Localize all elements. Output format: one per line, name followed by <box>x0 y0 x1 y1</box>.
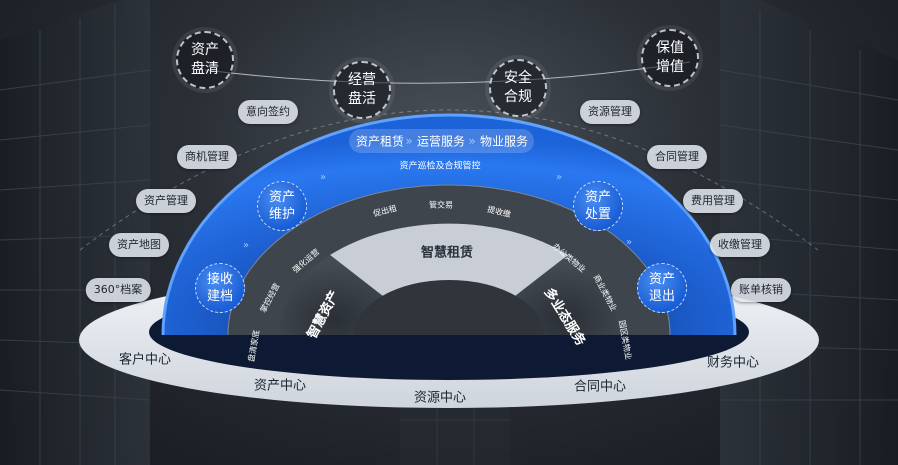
double-chevron-icon: » <box>468 134 476 148</box>
arc-banner-item: 运营服务 <box>416 134 466 149</box>
function-pill: 资源管理 <box>580 100 640 124</box>
process-circle: 资产维护 <box>257 181 307 231</box>
function-pill: 资产地图 <box>109 233 169 257</box>
goal-circle: 安全合规 <box>489 59 547 117</box>
arc-banner-item: 资产租赁 <box>355 134 405 149</box>
function-pill: 商机管理 <box>177 145 237 169</box>
inner-segment-top <box>330 223 568 300</box>
top-connector-arc <box>204 61 691 84</box>
chevron-arrow-icon: » <box>320 172 326 183</box>
goal-circle: 保值增值 <box>641 29 699 87</box>
middle-ring-label: 管交易 <box>429 200 453 210</box>
base-ring-label: 资产中心 <box>253 378 307 394</box>
goal-circle: 经营盘活 <box>333 61 391 119</box>
process-circle: 资产退出 <box>637 263 687 313</box>
dome-arrows: » » » » <box>243 172 632 251</box>
function-pill: 意向签约 <box>238 100 298 124</box>
double-chevron-icon: » <box>405 134 413 148</box>
base-ring-label: 财务中心 <box>706 355 760 371</box>
inner-segment-label: 智慧租赁 <box>420 245 474 261</box>
middle-ring <box>228 185 670 335</box>
chevron-arrow-icon: » <box>626 237 632 248</box>
blue-dome-edge <box>161 113 737 336</box>
function-pill: 合同管理 <box>647 145 707 169</box>
base-ring-label: 客户中心 <box>118 352 172 368</box>
process-circle: 接收建档 <box>195 263 245 313</box>
chevron-arrow-icon: » <box>556 172 562 183</box>
arc-banner-subtitle: 资产巡检及合规管控 <box>399 161 481 172</box>
base-ring-label: 合同中心 <box>573 379 627 395</box>
arc-banner-item: 物业服务 <box>479 134 529 149</box>
function-pill: 资产管理 <box>136 189 196 213</box>
function-pill: 360°档案 <box>85 278 151 302</box>
function-pill: 费用管理 <box>683 189 743 213</box>
inner-core <box>354 280 544 335</box>
goal-circle: 资产盘清 <box>176 31 234 89</box>
arc-banner-bg <box>349 129 534 153</box>
process-circle: 资产处置 <box>573 181 623 231</box>
base-ring-label: 资源中心 <box>413 390 467 406</box>
middle-ring-edge <box>227 184 671 336</box>
chevron-arrow-icon: » <box>243 240 249 251</box>
function-pill: 账单核销 <box>731 278 791 302</box>
outer-orbit-dashed <box>79 109 819 251</box>
function-pill: 收缴管理 <box>710 233 770 257</box>
